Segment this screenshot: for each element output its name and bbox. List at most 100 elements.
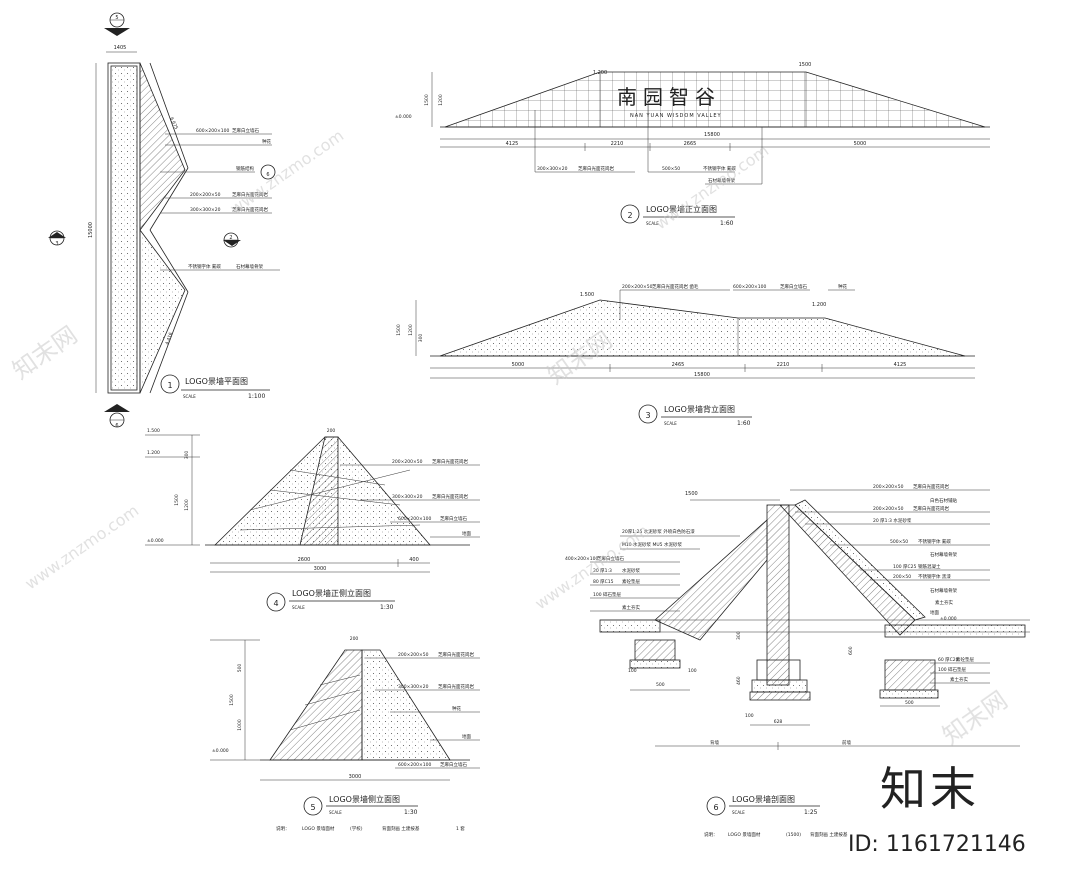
front-title-block: 2 LOGO景墙正立面图 SCALE 1:60: [620, 204, 735, 227]
svg-text:芝麻白光面花岗岩: 芝麻白光面花岗岩: [438, 651, 474, 658]
svg-text:500×50: 500×50: [890, 539, 908, 545]
svg-text:SCALE: SCALE: [646, 221, 659, 226]
svg-text:1000: 1000: [237, 719, 243, 731]
svg-text:20 厚1:3: 20 厚1:3: [593, 568, 612, 574]
svg-text:地面: 地面: [462, 733, 471, 740]
svg-text:SCALE: SCALE: [183, 394, 196, 399]
svg-text:2210: 2210: [777, 362, 790, 368]
svg-text:知末网: 知末网: [7, 321, 82, 385]
svg-text:芝麻白立墙石: 芝麻白立墙石: [440, 515, 467, 522]
svg-text:素土夯实: 素土夯实: [935, 599, 953, 606]
svg-text:SCALE: SCALE: [664, 421, 677, 426]
svg-text:钢筋结构: 钢筋结构: [236, 165, 254, 172]
plan-slope-upper: [139, 62, 186, 232]
svg-text:3000: 3000: [349, 774, 362, 780]
svg-text:背面刻画 土建按基: 背面刻画 土建按基: [810, 831, 848, 838]
side-front-title: LOGO景墙正侧立面图: [292, 588, 371, 598]
svg-text:6.675: 6.675: [168, 116, 179, 130]
plan-leaders: 600×200×100 芝麻白立墙石 种花 钢筋结构 6 200×200×50 …: [160, 127, 280, 271]
svg-text:±0.000: ±0.000: [147, 538, 164, 544]
svg-text:3000: 3000: [314, 566, 327, 572]
section-labels-left: 20厚1:25 水泥砂浆 外喷白色防石漆 M10 水泥砂浆 MU5 水泥砂浆 4…: [565, 528, 740, 612]
svg-text:素土夯实: 素土夯实: [622, 604, 640, 611]
svg-text:石材幕墙骨架: 石材幕墙骨架: [708, 177, 735, 184]
brand-logo-text: 知末: [880, 762, 980, 816]
svg-text:300×300×20: 300×300×20: [537, 166, 568, 172]
svg-text:芝麻白光面花岗岩: 芝麻白光面花岗岩: [438, 683, 474, 690]
svg-text:400×200×100: 400×200×100: [565, 556, 598, 562]
svg-text:15800: 15800: [694, 372, 710, 378]
svg-text:2: 2: [627, 211, 632, 220]
svg-text:素土夯实: 素土夯实: [950, 676, 968, 683]
svg-text:2210: 2210: [611, 141, 624, 147]
svg-text:芝麻白光面花岗岩: 芝麻白光面花岗岩: [578, 165, 614, 172]
svg-text:300×300×20: 300×300×20: [190, 207, 221, 213]
svg-text:6: 6: [713, 803, 718, 812]
side-title: LOGO景墙侧立面图: [329, 794, 400, 804]
svg-text:(1500): (1500): [786, 832, 801, 838]
section-stairs-left: [654, 519, 768, 641]
svg-text:1.200: 1.200: [593, 70, 607, 76]
svg-text:600: 600: [848, 646, 854, 655]
svg-text:芝麻白光面花岗岩: 芝麻白光面花岗岩: [913, 505, 949, 512]
svg-text:M10 水泥砂浆 MU5 水泥砂浆: M10 水泥砂浆 MU5 水泥砂浆: [622, 541, 682, 548]
back-title-block: 3 LOGO景墙背立面图 SCALE 1:60: [638, 404, 752, 427]
svg-text:钢筋混凝土: 钢筋混凝土: [918, 563, 941, 570]
svg-text:1:60: 1:60: [720, 220, 734, 227]
brand-watermark: 知末 ID: 1161721146: [848, 762, 1026, 857]
svg-text:500: 500: [237, 664, 243, 673]
section-callout-left: 3: [48, 230, 66, 247]
svg-text:500: 500: [905, 700, 914, 706]
svg-text:±0.000: ±0.000: [395, 114, 412, 120]
svg-text:背面刻画 土建按基: 背面刻画 土建按基: [382, 825, 420, 832]
svg-text:www.znzmo.com: www.znzmo.com: [531, 521, 652, 614]
svg-text:1200: 1200: [408, 324, 414, 336]
svg-text:2600: 2600: [298, 557, 311, 563]
svg-text:1:100: 1:100: [248, 393, 265, 400]
svg-text:200: 200: [350, 636, 359, 642]
svg-text:石材幕墙骨架: 石材幕墙骨架: [930, 587, 957, 594]
side-front-title-block: 4 LOGO景墙正侧立面图 SCALE 1:30: [266, 588, 395, 612]
svg-text:300×300×20: 300×300×20: [398, 684, 429, 690]
svg-text:芝麻白立墙石: 芝麻白立墙石: [597, 555, 624, 562]
svg-text:1:25: 1:25: [804, 809, 818, 816]
svg-text:素砼垫层: 素砼垫层: [622, 578, 640, 585]
svg-text:1200: 1200: [184, 499, 190, 511]
svg-text:LOGO 景墙面材: LOGO 景墙面材: [728, 831, 761, 838]
svg-text:说明：: 说明：: [276, 825, 290, 832]
svg-text:1200: 1200: [438, 94, 444, 106]
svg-text:素砼垫层: 素砼垫层: [956, 656, 974, 663]
svg-text:600×200×100: 600×200×100: [733, 284, 766, 290]
svg-text:5: 5: [310, 803, 315, 812]
svg-text:芝麻白立墙石: 芝麻白立墙石: [232, 127, 259, 134]
plan-dim-height: 15000: [88, 222, 94, 238]
svg-text:200×200×50: 200×200×50: [190, 192, 221, 198]
svg-text:1500: 1500: [229, 694, 235, 706]
svg-text:4.416: 4.416: [164, 331, 174, 345]
svg-text:5000: 5000: [512, 362, 525, 368]
svg-text:628: 628: [774, 719, 783, 725]
svg-text:2465: 2465: [672, 362, 685, 368]
side-wall-left: [269, 649, 363, 761]
svg-text:1500: 1500: [685, 491, 698, 497]
svg-text:6: 6: [266, 172, 269, 178]
svg-text:种花: 种花: [838, 283, 847, 290]
front-elevation: 1500 1.200 1500 1200 ±0.000 南园智谷 NAN YUA…: [395, 62, 990, 227]
side-elevation: 500 1500 1000 ±0.000 200 200×200×50 芝麻白光…: [210, 636, 480, 832]
svg-text:芝麻白光面花岗岩: 芝麻白光面花岗岩: [913, 483, 949, 490]
front-sign-sub: NAN YUAN WISDOM VALLEY: [630, 113, 722, 119]
svg-text:200: 200: [327, 428, 336, 434]
svg-text:80 厚C15: 80 厚C15: [593, 579, 614, 585]
svg-text:4: 4: [273, 599, 278, 608]
svg-text:500×50: 500×50: [662, 166, 680, 172]
svg-text:芝麻白光面花岗岩: 芝麻白光面花岗岩: [232, 191, 268, 198]
svg-text:6: 6: [115, 423, 118, 429]
side-title-block: 5 LOGO景墙侧立面图 SCALE 1:30: [303, 794, 418, 816]
svg-text:200×50: 200×50: [893, 574, 911, 580]
svg-text:4125: 4125: [506, 141, 519, 147]
watermark-layer: www.znzmo.com www.znzmo.com www.znzmo.co…: [7, 126, 1012, 750]
svg-text:水泥砂浆: 水泥砂浆: [622, 567, 640, 574]
svg-text:20厚1:25 水泥砂浆 外喷白色防石漆: 20厚1:25 水泥砂浆 外喷白色防石漆: [622, 528, 695, 535]
section-labels-right: 200×200×50 芝麻白光面花岗岩 白色石材铺贴 200×200×50 芝麻…: [790, 483, 990, 684]
